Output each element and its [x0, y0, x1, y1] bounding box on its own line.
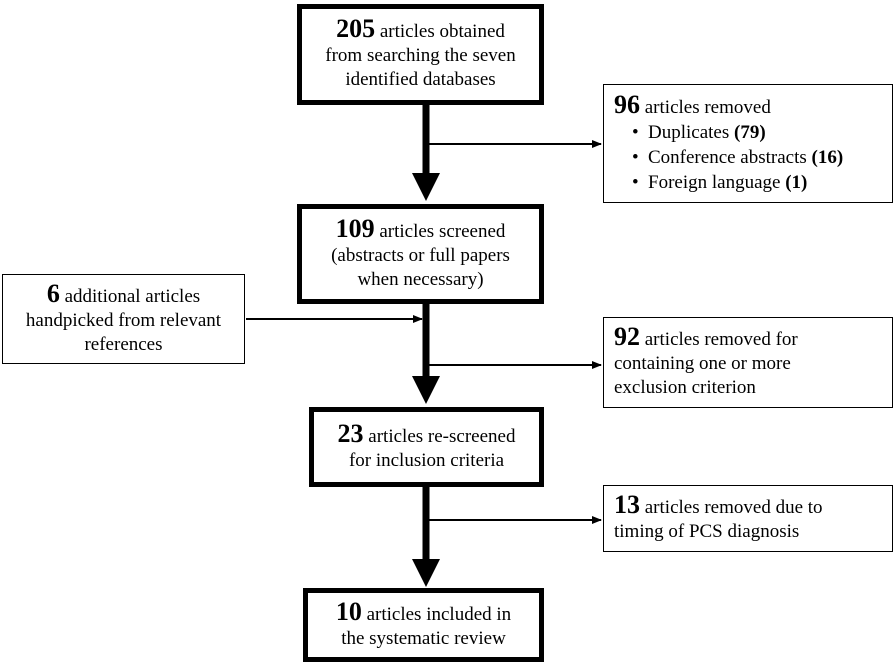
screened-line-3: when necessary)	[357, 268, 484, 290]
box-rescreened: 23 articles re-screened for inclusion cr…	[309, 407, 544, 487]
box-removed-exclusion: 92 articles removed for containing one o…	[603, 317, 893, 408]
removed-exclusion-line-2: containing one or more	[614, 353, 791, 374]
removed-initial-list: • Duplicates (79) • Conference abstracts (…	[614, 120, 843, 195]
removed-item-conference: • Conference abstracts (16)	[614, 145, 843, 170]
handpicked-count: 6	[46, 278, 60, 308]
removed-item-value: (79)	[734, 121, 766, 143]
arrow-head-3	[412, 559, 440, 587]
bullet-icon: •	[632, 146, 639, 168]
screened-count: 109	[335, 213, 375, 243]
box-included: 10 articles included in the systematic r…	[303, 588, 544, 662]
removed-exclusion-count: 92	[614, 322, 640, 351]
box-removed-initial: 96 articles removed • Duplicates (79) • Co…	[603, 84, 893, 203]
removed-initial-heading: articles removed	[644, 96, 771, 118]
box-removed-timing: 13 articles removed due to timing of PCS…	[603, 485, 893, 552]
identified-line-1: articles obtained	[379, 21, 505, 42]
removed-item-label: Conference abstracts	[648, 146, 807, 168]
removed-item-value: (16)	[811, 146, 844, 168]
rescreened-count: 23	[337, 418, 364, 448]
arrow-head-2	[412, 376, 440, 404]
rescreened-line-2: for inclusion criteria	[348, 449, 505, 471]
side-arrows	[246, 140, 602, 524]
screened-line-2: (abstracts or full papers	[331, 244, 510, 266]
handpicked-line-2: handpicked from relevant	[25, 309, 222, 331]
box-screened: 109 articles screened (abstracts or full…	[297, 204, 544, 304]
removed-timing-line-2: timing of PCS diagnosis	[614, 521, 800, 542]
screened-line-1: articles screened	[379, 220, 506, 242]
box-identified: 205 articles obtained from searching the…	[297, 4, 544, 105]
main-flow-arrows	[412, 102, 440, 587]
removed-item-foreign: • Foreign language (1)	[614, 170, 843, 195]
removed-item-value: (1)	[785, 171, 808, 193]
removed-item-duplicates: • Duplicates (79)	[614, 120, 843, 145]
bullet-icon: •	[632, 171, 639, 193]
removed-exclusion-line-3: exclusion criterion	[614, 377, 756, 398]
identified-count: 205	[336, 14, 376, 43]
handpicked-line-3: references	[84, 333, 163, 355]
arrow-head-1	[412, 173, 440, 201]
removed-timing-count: 13	[614, 490, 640, 519]
included-count: 10	[335, 596, 362, 626]
identified-line-2: from searching the seven	[325, 45, 516, 66]
identified-line-3: identified databases	[345, 69, 496, 90]
included-line-1: articles included in	[366, 603, 512, 625]
removed-item-label: Foreign language	[648, 171, 781, 193]
rescreened-line-1: articles re-screened	[368, 425, 516, 447]
box-handpicked: 6 additional articles handpicked from re…	[2, 274, 245, 364]
removed-exclusion-line-1: articles removed for	[644, 329, 798, 350]
handpicked-line-1: additional articles	[64, 285, 201, 307]
removed-initial-count: 96	[614, 89, 640, 119]
included-line-2: the systematic review	[341, 627, 506, 649]
removed-timing-line-1: articles removed due to	[644, 497, 823, 518]
removed-item-label: Duplicates	[648, 121, 730, 143]
bullet-icon: •	[632, 121, 639, 143]
